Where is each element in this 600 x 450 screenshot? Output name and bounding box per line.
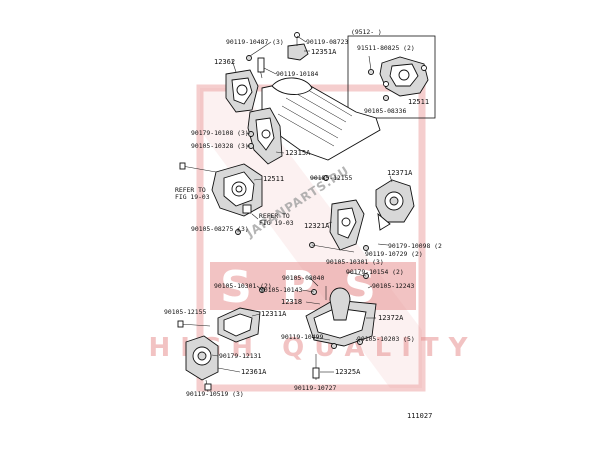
label-12311a: 12311A [261, 310, 287, 318]
bracket-12321a [329, 199, 365, 251]
label-90119-10487: 90119-10487 (3) [226, 38, 284, 46]
part-labels: 90119-10487 (3) 90119-08723 12351A 12362… [164, 38, 442, 398]
label-90119-10729: 90119-10729 (2) [365, 250, 423, 258]
leader-lines [211, 35, 393, 373]
label-90105-08040: 90105-08040 [282, 274, 324, 282]
label-12511: 12511 [263, 175, 284, 183]
label-90179-10098: 90179-10098 (2 [388, 242, 442, 250]
bracket-12315a [247, 107, 283, 165]
label-refer-to-1: REFER TO [175, 186, 206, 194]
label-90179-10108: 90179-10108 (3) [191, 129, 249, 137]
inset-box: (9512- ) 91511-80825 (2) 90105-08336 125… [347, 28, 436, 119]
label-90119-10499: 90119-10499 [281, 333, 323, 341]
label-90119-08723: 90119-08723 [306, 38, 348, 46]
bracket-12311a [217, 307, 261, 343]
label-12362: 12362 [214, 58, 235, 66]
mount-12371a [375, 179, 415, 231]
label-12361a: 12361A [241, 368, 267, 376]
label-12325a: 12325A [335, 368, 361, 376]
watermark-logo-block [210, 262, 416, 310]
mount-12361a [185, 335, 219, 393]
bracket-12325a [312, 354, 320, 380]
inset-mount-bracket [379, 56, 429, 97]
label-12318: 12318 [281, 298, 302, 306]
label-refer-to-2: REFER TO [259, 212, 290, 220]
mount-12351a [287, 32, 309, 61]
label-90119-10184: 90119-10184 [276, 70, 318, 78]
label-90105-12155: 90105-12155 [164, 308, 206, 316]
label-12315a: 12315A [285, 149, 311, 157]
mount-12372a [305, 287, 377, 347]
label-90105-12243: 90105-12243 [372, 282, 414, 290]
label-12372a: 12372A [378, 314, 404, 322]
label-90105-08275: 90105-08275 (3) [191, 225, 249, 233]
label-12351a: 12351A [311, 48, 337, 56]
label-90119-10519: 90119-10519 (3) [186, 390, 244, 398]
label-90179-12131: 90179-12131 [219, 352, 261, 360]
label-12321a: 12321A [304, 222, 330, 230]
mount-12511 [211, 163, 263, 217]
inset-label-2: 90105-08336 [364, 107, 406, 115]
label-fig-19-03-2: FIG 19-03 [259, 219, 294, 227]
mount-12362 [225, 57, 265, 113]
label-fig-19-03-1: FIG 19-03 [175, 193, 210, 201]
inset-label-1: 91511-80825 (2) [357, 44, 415, 52]
label-90105-10203: 90105-10203 (5) [357, 335, 415, 343]
label-90105-10301-3: 90105-10301 (3) [326, 258, 384, 266]
label-90119-10727: 90119-10727 [294, 384, 336, 392]
label-90105-10328: 90105-10328 (3) [191, 142, 249, 150]
inset-header: (9512- ) [351, 28, 382, 36]
figure-number: 111027 [407, 412, 432, 420]
label-12371a: 12371A [387, 169, 413, 177]
inset-bolt [367, 55, 390, 102]
inset-label-3: 12511 [408, 98, 429, 106]
label-90105-10301-2: 90105-10301 (2) [214, 282, 272, 290]
label-90179-10154: 90179-10154 (2) [346, 268, 404, 276]
label-90105-10143: 90105-10143 [260, 286, 302, 294]
label-90185-12155: 90185-12155 [310, 174, 352, 182]
